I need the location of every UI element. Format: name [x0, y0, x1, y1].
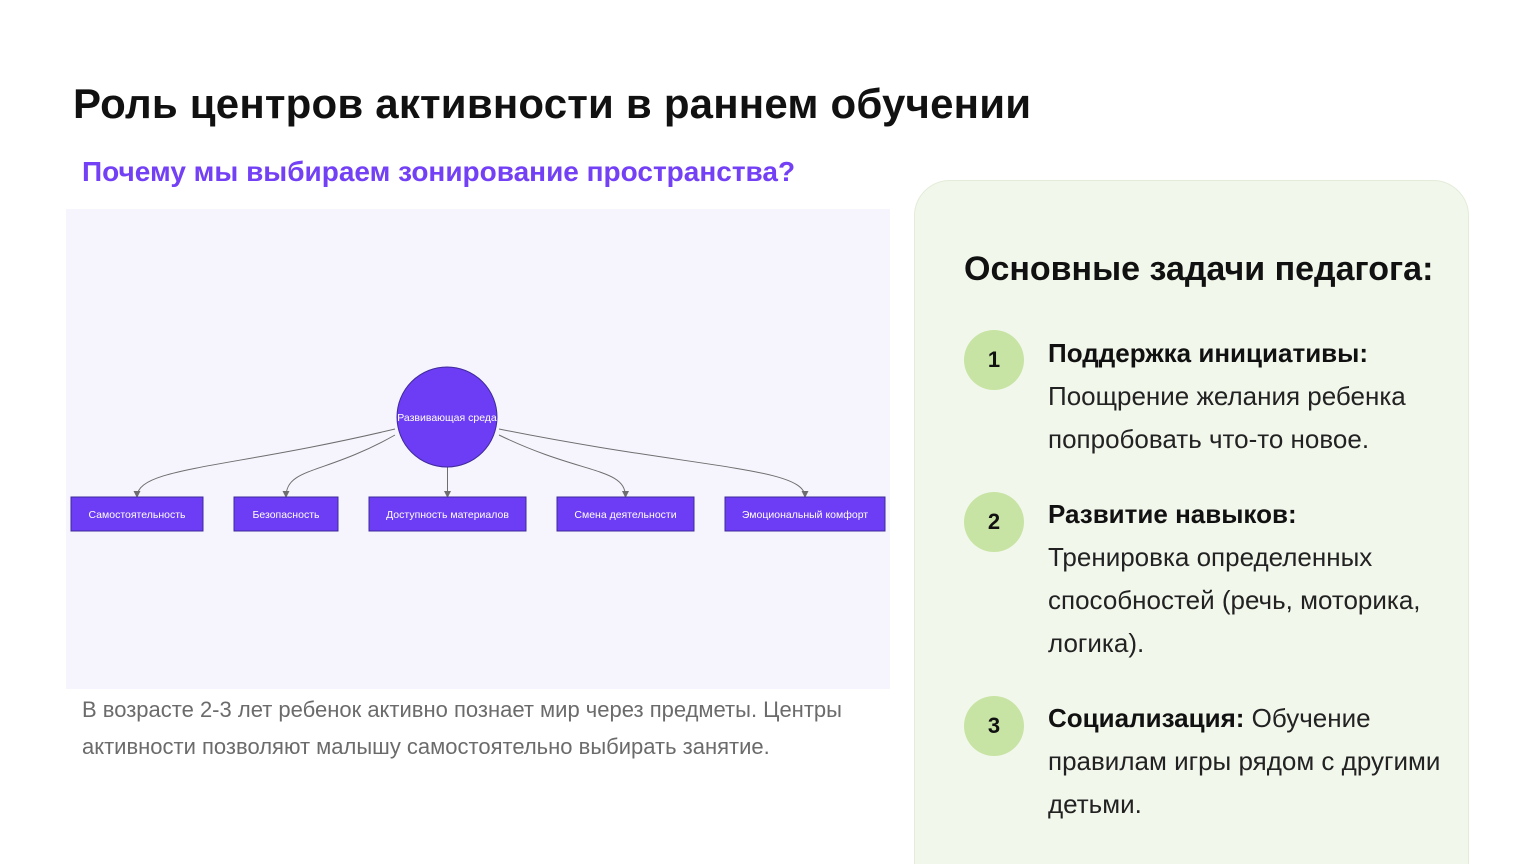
description-text: В возрасте 2-3 лет ребенок активно позна…	[82, 697, 842, 759]
diagram-root-node: Развивающая среда	[396, 366, 498, 468]
diagram-root-label: Развивающая среда	[397, 412, 497, 424]
task-item-initiative: Поддержка инициативы: Поощрение желания …	[1048, 332, 1448, 461]
diagram-edge	[498, 434, 629, 498]
diagram-child-node: Эмоциональный комфорт	[724, 496, 886, 532]
diagram-child-label: Самостоятельность	[88, 509, 186, 521]
task-number-badge: 2	[964, 492, 1024, 552]
diagram-edge	[498, 428, 809, 498]
diagram-child-node: Доступность материалов	[368, 496, 527, 532]
task-description: Поощрение желания ребенка попробовать чт…	[1048, 381, 1406, 454]
tasks-heading: Основные задачи педагога:	[964, 250, 1434, 288]
task-title: Развитие навыков:	[1048, 499, 1297, 529]
slide-subtitle: Почему мы выбираем зонирование пространс…	[82, 156, 796, 187]
task-number-badge: 3	[964, 696, 1024, 756]
task-description: Тренировка определенных способностей (ре…	[1048, 542, 1421, 658]
diagram-child-label: Эмоциональный комфорт	[742, 509, 868, 521]
slide-title: Роль центров активности в раннем обучени…	[73, 80, 1032, 127]
task-item-skills: Развитие навыков: Тренировка определенны…	[1048, 493, 1448, 665]
task-number-badge: 1	[964, 330, 1024, 390]
task-description: Обучение правилам игры рядом с другими д…	[1048, 703, 1441, 819]
diagram-edge	[282, 434, 396, 498]
diagram-child-label: Безопасность	[253, 509, 321, 521]
diagram-child-node: Самостоятельность	[70, 496, 204, 532]
diagram-child-label: Смена деятельности	[574, 509, 676, 521]
task-item-socialization: Социализация: Обучение правилам игры ряд…	[1048, 697, 1448, 826]
diagram-child-node: Смена деятельности	[556, 496, 695, 532]
task-title: Поддержка инициативы:	[1048, 338, 1369, 368]
diagram-child-node: Безопасность	[233, 496, 339, 532]
diagram-edge	[133, 428, 396, 498]
diagram-child-label: Доступность материалов	[386, 509, 509, 521]
task-title: Социализация:	[1048, 703, 1245, 733]
